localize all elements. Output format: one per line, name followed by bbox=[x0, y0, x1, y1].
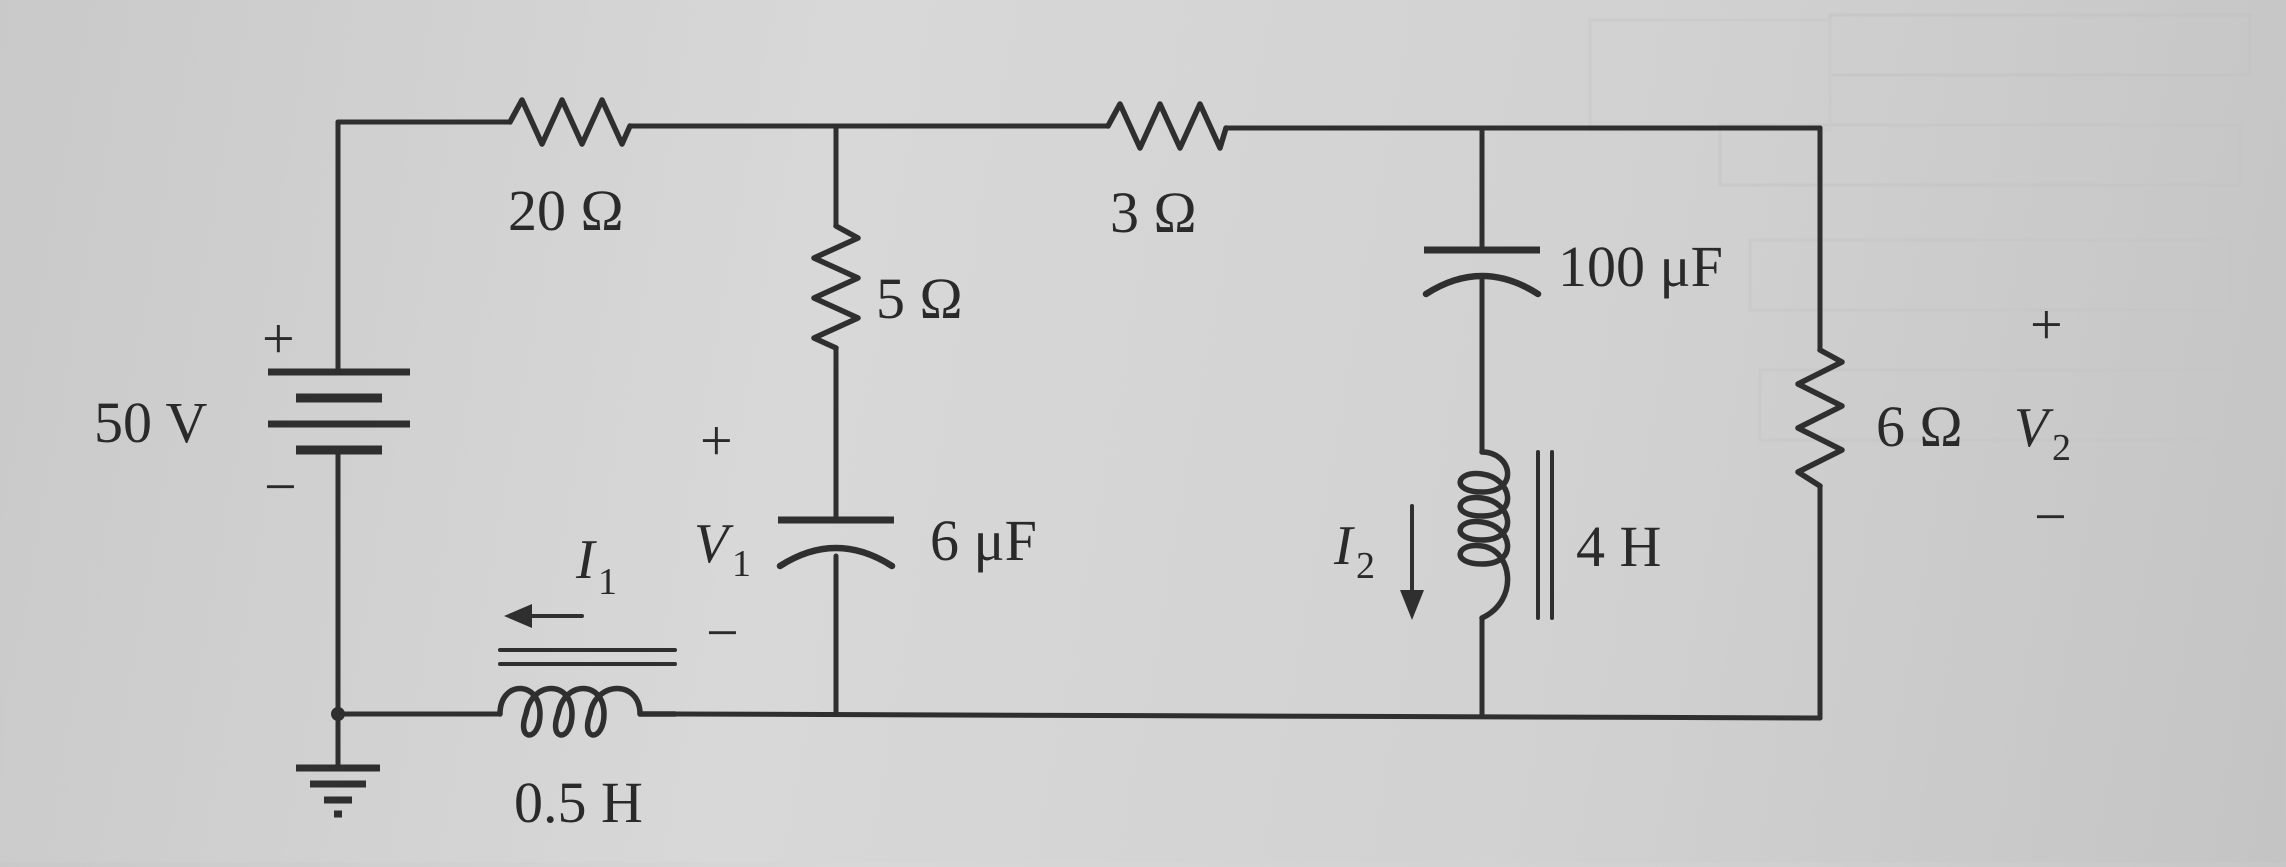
v2-plus: + bbox=[2030, 292, 2063, 357]
v2-minus: − bbox=[2034, 484, 2067, 549]
label-20-ohm: 20 Ω bbox=[508, 178, 624, 243]
battery-minus: − bbox=[264, 454, 297, 519]
i1-symbol: I bbox=[575, 529, 597, 591]
label-50-v: 50 V bbox=[94, 390, 207, 455]
i2-subscript: 2 bbox=[1356, 545, 1375, 587]
i2-symbol: I bbox=[1333, 515, 1355, 577]
label-6-ohm: 6 Ω bbox=[1876, 394, 1963, 459]
resistor-5-ohm bbox=[811, 223, 861, 351]
label-v1: V 1 bbox=[694, 513, 751, 585]
wire-bottom-2 bbox=[672, 711, 1823, 721]
battery-50v bbox=[268, 368, 410, 455]
label-v2: V 2 bbox=[2014, 397, 2071, 469]
wires bbox=[331, 119, 1823, 769]
inductor-4-h bbox=[1457, 449, 1554, 621]
resistor-3-ohm bbox=[1105, 101, 1229, 151]
v1-minus: − bbox=[706, 600, 739, 665]
label-i2: I 2 bbox=[1333, 515, 1375, 587]
battery-plus: + bbox=[262, 306, 295, 371]
arrow-i1-left bbox=[504, 604, 584, 628]
ground-junction-dot bbox=[331, 707, 345, 721]
bleed-through-text bbox=[1588, 13, 2252, 442]
resistor-20-ohm bbox=[507, 97, 633, 147]
label-3-ohm: 3 Ω bbox=[1110, 180, 1197, 245]
ground-symbol bbox=[296, 764, 380, 818]
arrow-i2-down bbox=[1400, 504, 1424, 620]
v2-subscript: 2 bbox=[2052, 427, 2071, 469]
label-0-5-h: 0.5 H bbox=[514, 770, 643, 835]
v2-symbol: V bbox=[2014, 397, 2054, 459]
capacitor-6-uf bbox=[776, 516, 896, 570]
inductor-0-5-h bbox=[497, 648, 678, 738]
label-5-ohm: 5 Ω bbox=[876, 266, 963, 331]
v1-subscript: 1 bbox=[732, 543, 751, 585]
v1-plus: + bbox=[700, 408, 733, 473]
label-100-uf: 100 μF bbox=[1558, 234, 1723, 299]
resistor-6-ohm bbox=[1795, 347, 1845, 489]
label-6-uf: 6 μF bbox=[930, 508, 1037, 573]
label-4-h: 4 H bbox=[1576, 514, 1661, 579]
i1-subscript: 1 bbox=[598, 561, 617, 603]
v1-symbol: V bbox=[694, 513, 734, 575]
capacitor-100-uf bbox=[1422, 246, 1542, 298]
label-i1: I 1 bbox=[575, 529, 617, 603]
